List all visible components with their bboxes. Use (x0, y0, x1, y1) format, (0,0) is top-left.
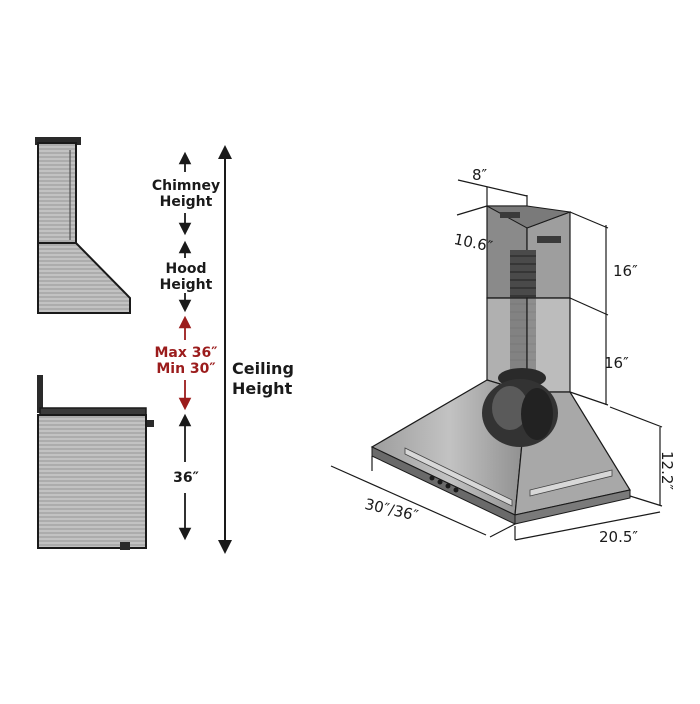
range-body (37, 414, 147, 549)
range-knob (146, 420, 154, 427)
control-buttons (429, 475, 459, 493)
chimney-height-line2: Height (159, 194, 213, 210)
blower-motor (482, 368, 558, 447)
side-view-hood (35, 137, 131, 314)
range-backguard (37, 375, 43, 413)
lower-chimney-value: 16″ (604, 354, 629, 372)
side-view-range (37, 375, 154, 550)
ceiling-mount-plate (35, 137, 81, 145)
side-hood-body (37, 242, 131, 314)
hood-height-line2: Height (159, 277, 213, 293)
hood-dimension-lines (330, 179, 663, 541)
hood-width-line (330, 465, 487, 536)
hood-height-line1: Hood (165, 261, 207, 277)
hood-height-value: 12.2″ (658, 451, 676, 491)
hood-height-label: Hood Height (148, 261, 224, 293)
clearance-label: Max 36″ Min 30″ (148, 345, 224, 377)
chimney-height-line1: Chimney (151, 178, 221, 194)
hood-side-trim (514, 489, 631, 525)
chimney-width-line (457, 179, 528, 197)
hood-depth-line (514, 511, 661, 541)
left-dimension-arrows (178, 145, 232, 554)
chimney-width-value: 8″ (472, 166, 488, 184)
ceiling-height-line1: Ceiling (232, 359, 294, 378)
counter-height-label: 36″ (173, 470, 199, 486)
chimney-height-label: Chimney Height (148, 178, 224, 210)
clearance-max: Max 36″ (154, 345, 218, 361)
hood-3d-drawing (370, 205, 631, 525)
chimney-depth-line (456, 205, 488, 216)
ceiling-height-line2: Height (232, 379, 293, 398)
upper-chimney-value: 16″ (613, 262, 638, 280)
ceiling-height-label: Ceiling Height (232, 359, 294, 399)
hood-depth-value: 20.5″ (599, 528, 639, 546)
clearance-min: Min 30″ (156, 361, 216, 377)
